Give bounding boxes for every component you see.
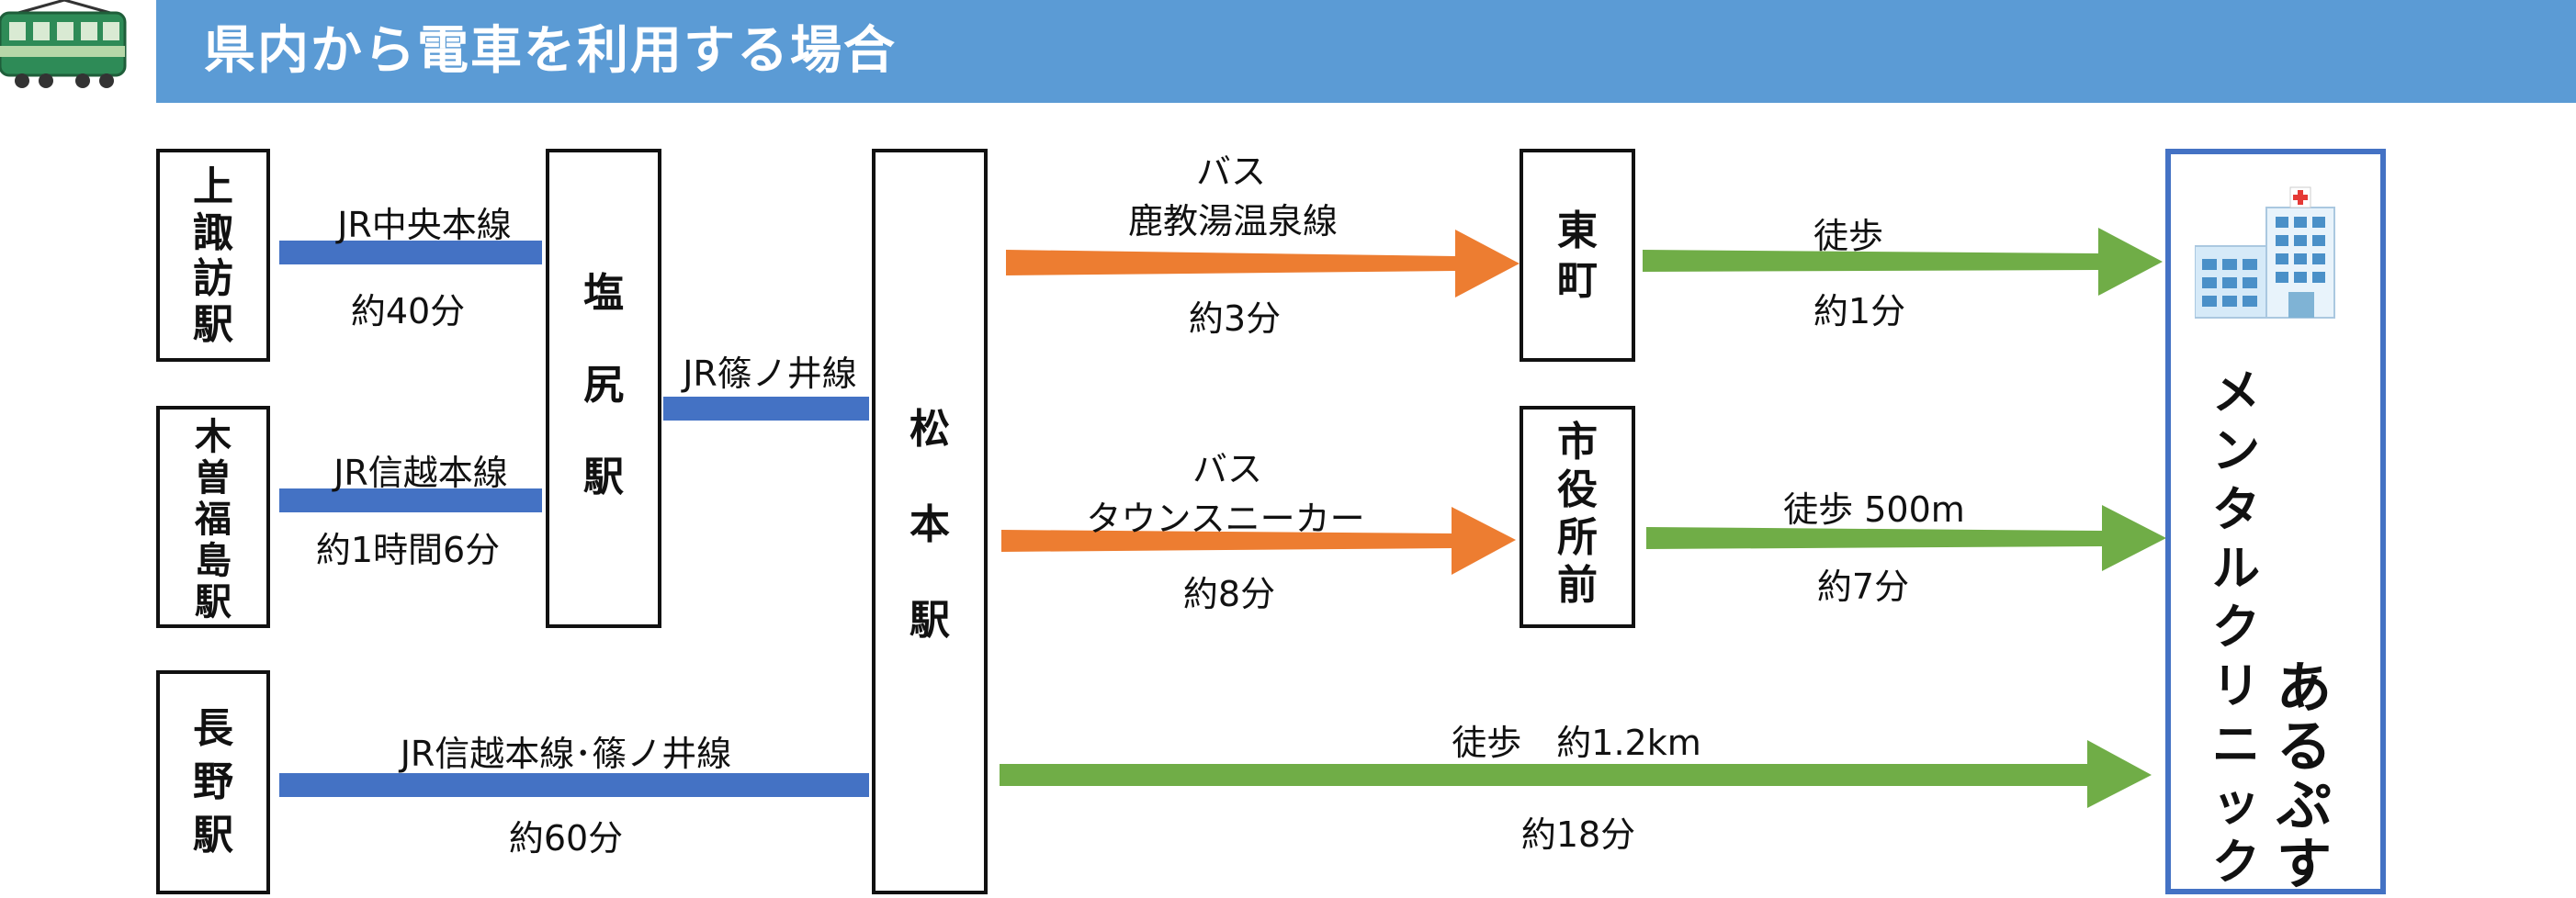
clinic-char: ッ [2211, 777, 2260, 832]
clinic-char: リ [2211, 659, 2260, 714]
label-bus2-time: 約8分 [1182, 574, 1276, 614]
stop-char: 市 [1557, 419, 1598, 466]
hospital-icon [2195, 186, 2335, 319]
clinic-char: タ [2211, 483, 2260, 538]
label-shinetsu-line: JR信越本線 [333, 453, 508, 493]
clinic-char: メ [2211, 365, 2260, 421]
station-kisofukushima: 木 曽 福 島 駅 [156, 406, 270, 628]
stop-shiyakusho-mae: 市 役 所 前 [1520, 406, 1635, 628]
label-walk2-time: 約7分 [1816, 567, 1910, 607]
station-char: 駅 [193, 301, 233, 348]
clinic-char: ニ [2211, 718, 2260, 773]
clinic-char: ク [2211, 836, 2260, 891]
bus-arrow-shiyakusho [1001, 507, 1516, 575]
station-char: 駅 [583, 454, 624, 500]
rail-line-shinonoi [663, 397, 869, 421]
label-bus2-name: タウンスニーカー [1086, 499, 1365, 539]
stop-char: 町 [1557, 257, 1598, 304]
station-char: 塩 [583, 270, 624, 317]
label-walk3: 徒歩 約1.2km [1452, 723, 1701, 763]
clinic-char: ぷ [2277, 774, 2332, 838]
rail-line-shinetsu [279, 488, 542, 512]
station-shiojiri: 塩 尻 駅 [546, 149, 661, 628]
stop-char: 役 [1557, 466, 1598, 513]
walk-arrow-1 [1643, 228, 2163, 296]
clinic-name-mental-clinic: メ ン タ ル ク リ ニ ッ ク [2206, 369, 2266, 887]
label-nagano-time: 約60分 [508, 818, 624, 859]
station-char: 島 [195, 540, 232, 582]
clinic-char: す [2277, 833, 2332, 897]
label-walk1-time: 約1分 [1813, 291, 1906, 331]
station-nagano: 長 野 駅 [156, 670, 270, 894]
station-char: 福 [195, 499, 232, 541]
clinic-char: ン [2211, 424, 2260, 479]
station-char: 長 [193, 705, 233, 752]
label-walk1: 徒歩 [1813, 216, 1884, 256]
walk-arrow-2 [1646, 505, 2166, 571]
label-bus1: バス [1195, 152, 1267, 192]
station-char: 駅 [910, 597, 950, 644]
clinic-char: ク [2211, 601, 2260, 656]
station-char: 訪 [193, 255, 233, 302]
walk-arrow-3 [1000, 740, 2152, 808]
station-char: 諏 [193, 209, 233, 256]
station-char: 駅 [195, 581, 232, 623]
station-char: 駅 [193, 812, 233, 859]
stop-char: 東 [1557, 208, 1598, 254]
stop-char: 所 [1557, 514, 1598, 561]
label-shinetsu-time: 約1時間6分 [315, 530, 501, 570]
label-chuo-line: JR中央本線 [337, 205, 512, 245]
stop-char: 前 [1557, 562, 1598, 609]
station-char: 松 [910, 406, 950, 453]
clinic-char: る [2277, 715, 2332, 780]
station-kamisuwa: 上 諏 訪 駅 [156, 149, 270, 362]
label-nagano-line: JR信越本線･篠ノ井線 [400, 734, 732, 774]
clinic-char: あ [2277, 657, 2332, 721]
label-bus1-name: 鹿教湯温泉線 [1127, 201, 1339, 241]
stop-higashimachi: 東 町 [1520, 149, 1635, 362]
clinic-char: ル [2211, 542, 2260, 597]
station-char: 野 [193, 758, 233, 805]
station-matsumoto: 松 本 駅 [872, 149, 988, 894]
rail-line-chuo [279, 241, 542, 264]
label-bus1-time: 約3分 [1188, 298, 1282, 339]
label-shinonoi-line: JR篠ノ井線 [683, 354, 857, 394]
station-char: 木 [195, 416, 232, 458]
header-bar [156, 0, 2576, 103]
clinic-name-arupusu: あ る ぷ す [2274, 661, 2334, 892]
rail-line-nagano [279, 773, 869, 797]
train-icon [0, 0, 127, 88]
page-title: 県内から電車を利用する場合 [204, 21, 897, 81]
station-char: 本 [910, 501, 950, 548]
label-walk3-time: 約18分 [1520, 814, 1636, 855]
label-chuo-time: 約40分 [350, 291, 466, 331]
label-walk2: 徒歩 500m [1783, 489, 1965, 530]
station-char: 尻 [583, 362, 624, 409]
station-char: 曽 [195, 457, 232, 500]
station-char: 上 [193, 163, 233, 210]
label-bus2: バス [1192, 449, 1263, 489]
clinic-box: あ る ぷ す メ ン タ ル ク リ ニ ッ ク [2165, 149, 2386, 894]
bus-arrow-higashimachi [1006, 230, 1520, 297]
